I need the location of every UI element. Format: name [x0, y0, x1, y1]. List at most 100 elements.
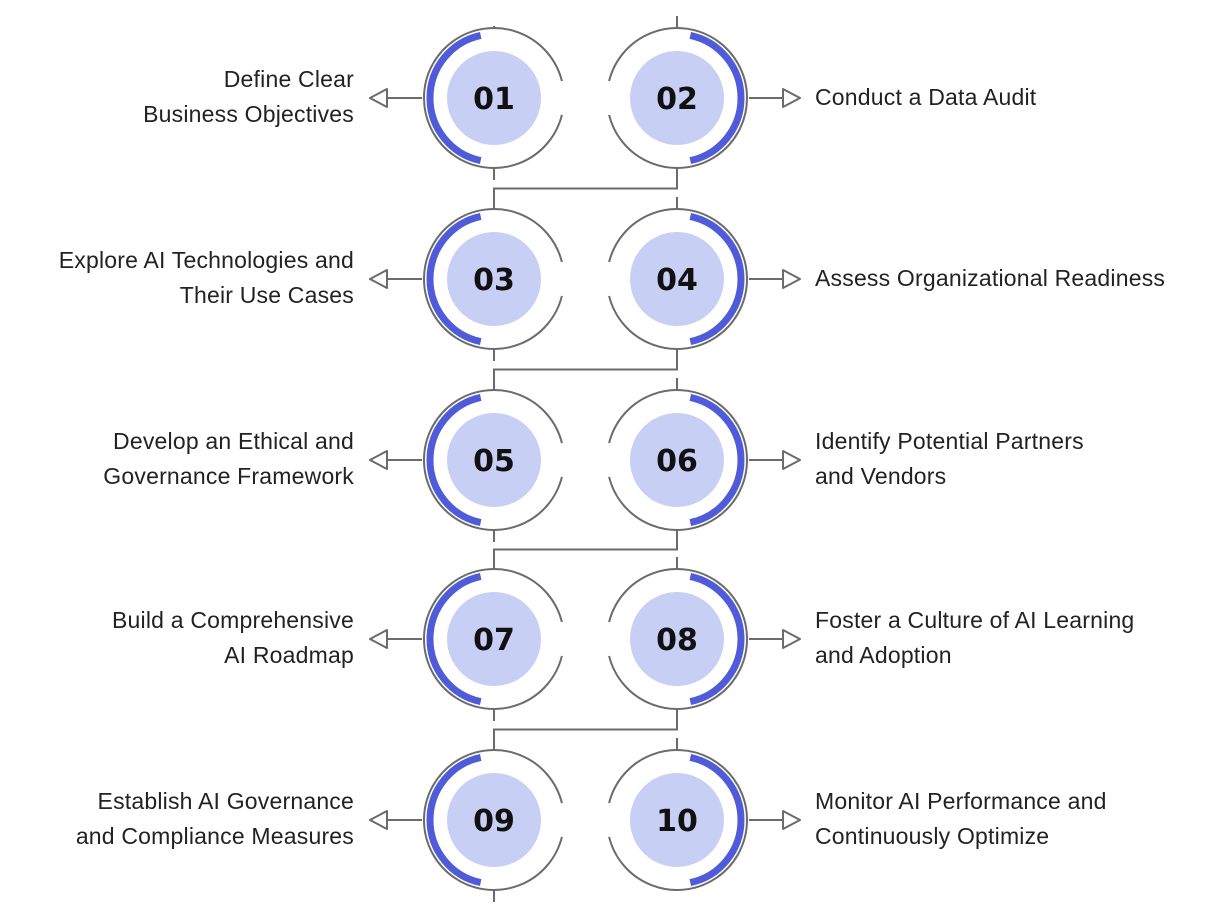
step-label-line: Assess Organizational Readiness: [815, 264, 1166, 291]
step-label-line: Governance Framework: [103, 463, 354, 489]
step-label-line: Explore AI Technologies and: [58, 247, 354, 273]
outer-ring: [608, 749, 748, 891]
number-badge: [447, 773, 541, 867]
step-label-line: Business Objectives: [143, 101, 354, 127]
step-number: 09: [473, 804, 515, 839]
outer-ring: [423, 389, 563, 531]
number-badge: [447, 592, 541, 686]
step-node-02: 02: [608, 27, 801, 169]
step-label-line: and Compliance Measures: [75, 823, 354, 849]
step-label-line: AI Roadmap: [224, 642, 354, 668]
outer-ring: [608, 208, 748, 350]
row-link: [493, 738, 678, 902]
accent-arc: [426, 753, 482, 887]
outer-ring: [423, 27, 563, 169]
outer-ring: [423, 568, 563, 710]
number-badge: [630, 413, 724, 507]
outer-ring: [608, 389, 748, 531]
arrow-icon: [369, 88, 422, 108]
arrow-icon: [369, 269, 422, 289]
arrow-icon: [369, 450, 422, 470]
connector: [493, 709, 678, 750]
accent-arc: [689, 212, 745, 346]
accent-arc: [426, 393, 482, 527]
step-label-line: Establish AI Governance: [97, 788, 354, 814]
number-badge: [447, 413, 541, 507]
number-badge: [630, 592, 724, 686]
step-label-line: Identify Potential Partners: [815, 428, 1084, 454]
arrow-icon: [749, 88, 801, 108]
step-label-line: Define Clear: [223, 66, 354, 92]
row-link: [493, 197, 678, 361]
step-label-line: and Vendors: [815, 463, 947, 489]
step-label-line: Foster a Culture of AI Learning: [815, 607, 1135, 633]
arrow-icon: [749, 629, 801, 649]
step-node-08: 08: [608, 568, 801, 710]
step-label-line: Develop an Ethical and: [113, 428, 354, 454]
step-label-line: Their Use Cases: [179, 282, 354, 308]
step-label-06: Identify Potential Partners and Vendors: [815, 424, 1084, 494]
accent-arc: [689, 753, 745, 887]
connector: [493, 388, 678, 390]
step-label-04: Assess Organizational Readiness: [815, 261, 1165, 296]
step-label-07: Build a Comprehensive AI Roadmap: [112, 603, 354, 673]
node-layer: 01 02 03 04 05 06 07 08 09 10: [369, 27, 801, 891]
step-number: 06: [656, 444, 698, 479]
step-number: 05: [473, 444, 515, 479]
step-node-05: 05: [369, 389, 563, 531]
step-node-03: 03: [369, 208, 563, 350]
step-label-line: Build a Comprehensive: [112, 607, 354, 633]
number-badge: [447, 232, 541, 326]
outer-ring: [608, 27, 748, 169]
accent-arc: [689, 31, 745, 165]
connector: [493, 26, 678, 28]
outer-ring: [423, 749, 563, 891]
step-number: 08: [656, 623, 698, 658]
connector: [493, 530, 678, 569]
accent-arc: [426, 212, 482, 346]
connector: [493, 567, 678, 569]
step-number: 10: [656, 804, 698, 839]
step-node-07: 07: [369, 568, 563, 710]
step-label-line: Monitor AI Performance and: [815, 788, 1107, 814]
arrow-icon: [749, 810, 801, 830]
step-node-01: 01: [369, 27, 563, 169]
connector: [493, 349, 678, 390]
step-label-line: Conduct a Data Audit: [815, 83, 1037, 110]
row-link: [493, 557, 678, 721]
accent-arc: [689, 393, 745, 527]
accent-arc: [426, 31, 482, 165]
outer-ring: [423, 208, 563, 350]
step-label-line: and Adoption: [815, 642, 952, 668]
connector: [493, 748, 678, 750]
step-node-10: 10: [608, 749, 801, 891]
accent-arc: [426, 572, 482, 706]
step-number: 02: [656, 82, 698, 117]
step-number: 01: [473, 82, 515, 117]
arrow-icon: [369, 629, 422, 649]
row-link: [493, 378, 678, 542]
row-link: [493, 16, 678, 180]
arrow-icon: [749, 450, 801, 470]
number-badge: [630, 232, 724, 326]
number-badge: [447, 51, 541, 145]
step-label-02: Conduct a Data Audit: [815, 80, 1036, 115]
step-number: 03: [473, 263, 515, 298]
step-node-09: 09: [369, 749, 563, 891]
number-badge: [630, 51, 724, 145]
accent-arc: [689, 572, 745, 706]
step-number: 07: [473, 623, 515, 658]
step-label-line: Continuously Optimize: [815, 823, 1050, 849]
step-node-04: 04: [608, 208, 801, 350]
arrow-icon: [749, 269, 801, 289]
step-number: 04: [656, 263, 698, 298]
number-badge: [630, 773, 724, 867]
arrow-icon: [369, 810, 422, 830]
outer-ring: [608, 568, 748, 710]
